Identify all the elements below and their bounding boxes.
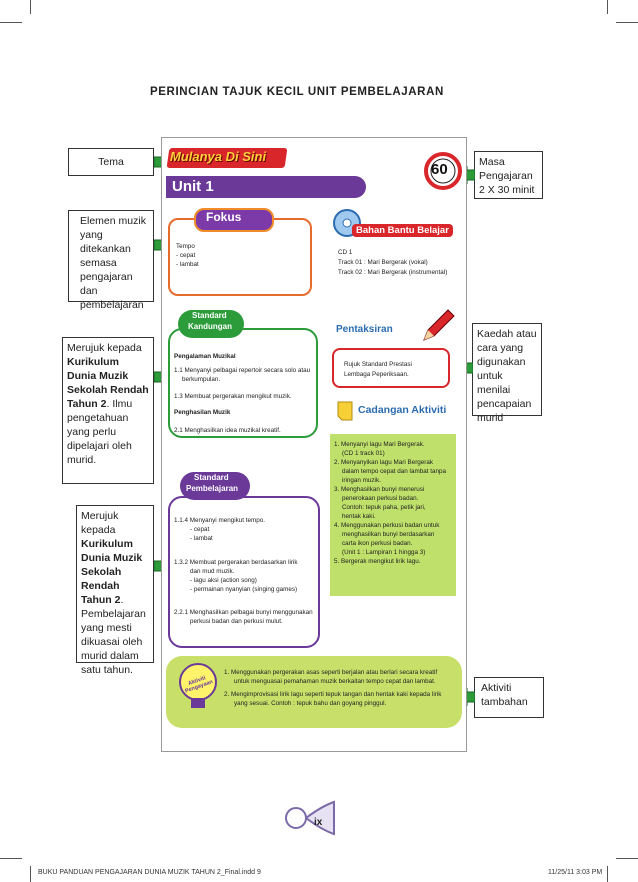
cadangan-line: 1. Menyanyi lagu Mari Bergerak. [334, 441, 425, 448]
pembelajaran-line: 1.3.2 Membuat pergerakan berdasarkan lir… [174, 559, 298, 566]
callout-kaedah: Kaedah atau cara yang digunakan untuk me… [472, 323, 542, 424]
cadangan-box [330, 434, 456, 596]
callout-tema: Tema [68, 148, 154, 176]
pembelajaran-line: perkusi badan dan perkusi mulut. [190, 618, 283, 625]
banner-text: Mulanya Di Sini [170, 149, 267, 164]
callout-pembelajaran-bold: Kurikulum Dunia Muzik Sekolah Rendah Tah… [81, 538, 143, 606]
callout-standard-pembelajaran: Merujuk kepada Kurikulum Dunia Muzik Sek… [76, 505, 154, 676]
cadangan-line: Contoh: tepuk paha, petik jari, [342, 504, 426, 511]
tambahan-line: 1. Menggunakan pergerakan asas seperti b… [224, 669, 438, 676]
callout-kandungan-pre: Merujuk kepada [67, 342, 142, 354]
pentaksiran-box [332, 348, 450, 388]
callout-pembelajaran-pre: Merujuk kepada [81, 510, 119, 536]
tambahan-line: 2. Mengimprovisasi lirik lagu seperti te… [224, 691, 442, 698]
unit-bar [166, 176, 366, 198]
callout-kandungan-post: . Ilmu pengetahuan yang perlu dipelajari… [67, 398, 133, 466]
pentaksiran-line: Lembaga Peperiksaan. [344, 371, 409, 378]
cadangan-line: penerokaan perkusi badan. [342, 495, 419, 502]
pentaksiran-line: Rujuk Standard Prestasi [344, 361, 412, 368]
tambahan-line: yang sesuai. Contoh : tepuk bahu dan goy… [234, 700, 387, 707]
kandungan-line: berkumpulan. [182, 376, 221, 383]
kandungan-label2: Kandungan [188, 322, 232, 331]
pembelajaran-line: - cepat [190, 526, 210, 533]
kandungan-line: Penghasilan Muzik [174, 409, 231, 416]
pencil-icon [423, 309, 455, 341]
cadangan-line: menghasilkan bunyi berdasarkan [342, 531, 435, 538]
page-heading: PERINCIAN TAJUK KECIL UNIT PEMBELAJARAN [150, 86, 444, 98]
crop-mark [616, 22, 638, 23]
lightbulb-icon [179, 663, 217, 708]
callout-kaedah-text: Kaedah atau cara yang digunakan untuk me… [477, 328, 537, 424]
tambahan-line: untuk menguasai pemahaman muzik berkaita… [234, 678, 436, 685]
footer-timestamp: 11/25/11 3:03 PM [548, 869, 603, 876]
lesson-page-preview: Mulanya Di Sini Unit 1 60 Fokus Tempo - … [161, 137, 467, 752]
kandungan-line: 1.1 Menyanyi pelbagai repertoir secara s… [174, 367, 311, 374]
pembelajaran-line: - lambat [190, 535, 213, 542]
tambahan-box [166, 656, 462, 728]
cadangan-line: (Unit 1 : Lampiran 1 hingga 3) [342, 549, 426, 556]
callout-pembelajaran-post: . Pembelajaran yang mesti dikuasai oleh … [81, 594, 146, 676]
crop-mark [607, 866, 608, 882]
callout-elemen: Elemen muzik yang ditekankan semasa peng… [68, 210, 154, 311]
clock-icon [424, 152, 462, 190]
pembelajaran-label1: Standard [194, 473, 229, 482]
cadangan-list: 1. Menyanyi lagu Mari Bergerak. (CD 1 tr… [334, 440, 446, 566]
cadangan-line: 5. Bergerak mengikut lirik lagu. [334, 558, 421, 565]
bahan-label: Bahan Bantu Belajar [352, 224, 453, 237]
fokus-label-tab [194, 208, 274, 232]
note-icon [337, 401, 353, 421]
footer-filename: BUKU PANDUAN PENGAJARAN DUNIA MUZIK TAHU… [38, 869, 261, 876]
callout-aktiviti-text: Aktiviti tambahan [481, 682, 528, 708]
callout-standard-kandungan: Merujuk kepada Kurikulum Dunia Muzik Sek… [62, 337, 154, 484]
pentaksiran-label: Pentaksiran [336, 324, 393, 335]
crop-mark [607, 0, 608, 14]
cadangan-line: 3. Menghasilkan bunyi menerusi [334, 486, 425, 493]
callout-masa: Masa Pengajaran 2 X 30 minit [474, 151, 543, 199]
pembelajaran-line: 2.2.1 Menghasilkan pelbagai bunyi menggu… [174, 609, 313, 616]
kandungan-line: 2.1 Menghasilkan idea muzikal kreatif. [174, 427, 281, 434]
pembelajaran-tab [180, 472, 250, 500]
crop-mark [0, 858, 22, 859]
pembelajaran-line: 1.1.4 Menyanyi mengikut tempo. [174, 517, 266, 524]
crop-mark [30, 866, 31, 882]
bahan-line: Track 01 : Mari Bergerak (vokal) [338, 259, 428, 266]
page-number: ix [314, 817, 323, 828]
kandungan-tab [178, 310, 244, 338]
cadangan-line: carta ikon perkusi badan. [342, 540, 413, 547]
crop-mark [616, 858, 638, 859]
bahan-line: Track 02 : Mari Bergerak (instrumental) [338, 269, 448, 276]
fokus-label: Fokus [206, 210, 242, 224]
callout-masa-text: Masa Pengajaran 2 X 30 minit [479, 156, 535, 196]
pembelajaran-line: dan mud muzik. [190, 568, 235, 575]
cadangan-line: 2. Menyanyikan lagu Mari Bergerak [334, 459, 434, 466]
unit-title: Unit 1 [172, 178, 214, 195]
fokus-item: - lambat [176, 261, 199, 268]
crop-mark [0, 22, 22, 23]
callout-aktiviti: Aktiviti tambahan [474, 677, 544, 718]
kandungan-line: 1.3 Membuat pergerakan mengikut muzik. [174, 393, 292, 400]
cadangan-line: 4. Menggunakan perkusi badan untuk [334, 522, 440, 529]
cadangan-line: iringan muzik. [342, 477, 381, 484]
fokus-item: - cepat [176, 252, 196, 259]
bahan-line: CD 1 [338, 249, 353, 256]
pembelajaran-line: - lagu aksi (action song) [190, 577, 257, 584]
pembelajaran-line: - permainan nyanyian (singing games) [190, 586, 298, 593]
kandungan-line: Pengalaman Muzikal [174, 353, 236, 360]
cadangan-label: Cadangan Aktiviti [358, 404, 447, 416]
callout-kandungan-bold: Kurikulum Dunia Muzik Sekolah Rendah Tah… [67, 356, 149, 410]
crop-mark [30, 0, 31, 14]
cadangan-line: hentak kaki. [342, 513, 376, 520]
kandungan-label1: Standard [192, 311, 227, 320]
callout-tema-text: Tema [98, 156, 124, 168]
fokus-item: Tempo [176, 243, 195, 250]
pembelajaran-label2: Pembelajaran [186, 484, 239, 493]
clock-minutes: 60 [431, 161, 448, 178]
cadangan-line: dalam tempo cepat dan lambat tanpa [342, 468, 446, 475]
callout-elemen-text: Elemen muzik yang ditekankan semasa peng… [80, 215, 146, 311]
horn-icon [285, 800, 335, 836]
cadangan-line: (CD 1 track 01) [342, 450, 385, 457]
